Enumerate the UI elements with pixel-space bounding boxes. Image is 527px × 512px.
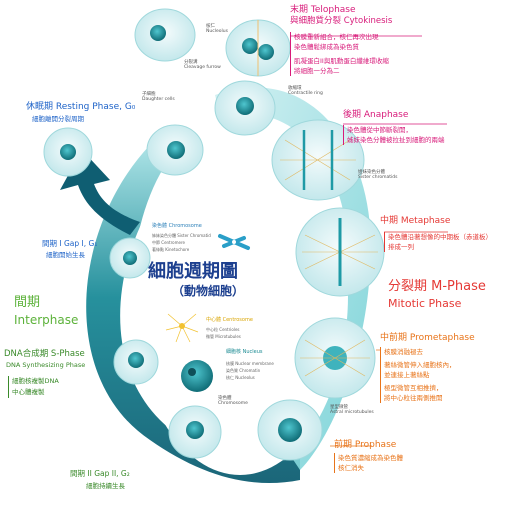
chromosome-figure — [218, 234, 250, 250]
telophase-d2: 染色體鬆綁成為染色質 — [294, 43, 359, 51]
prometaphase-d1: 核膜消融褪去 — [384, 348, 423, 356]
metaphase-desc: 染色體沿著想像的中期板（赤道板） 排成一列 — [384, 232, 492, 252]
telophase-d1: 核膜重新組合，核仁再次出現 — [294, 33, 379, 41]
nucleus-item-2: 染色質 Chromatin — [226, 368, 261, 373]
label-astral: 星型微管 Astral microtubules — [330, 405, 374, 416]
label-cleavage: 分裂溝 Cleavage furrow — [184, 60, 221, 71]
resting-title: 休眠期 Resting Phase, G₀ — [26, 102, 136, 112]
centrosome-legend-title: 中心體 Centrosome — [206, 317, 253, 323]
prophase-title: 前期 Prophase — [334, 440, 397, 450]
chromosome-item-2: 中節 Centromere — [152, 240, 186, 245]
s-desc2: 中心體複製 — [12, 388, 45, 396]
g1-desc: 細胞開始生長 — [46, 251, 85, 259]
telophase-d4: 將細胞一分為二 — [294, 67, 340, 75]
anaphase-d2: 姊妹染色分體被拉扯到細胞的兩端 — [347, 136, 445, 144]
nucleus-legend-title: 細胞核 Nucleus — [226, 349, 263, 355]
centrosome-figure — [165, 313, 199, 343]
label-nucleolus: 核仁 Nucleolus — [206, 24, 228, 35]
prometaphase-d2: 著絲微管伸入細胞核內， — [384, 361, 456, 369]
label-sister-chromatids: 姐妹染色分體 Sister chromatids — [358, 170, 398, 181]
telophase-title1: 末期 Telophase — [290, 5, 356, 15]
metaphase-title: 中期 Metaphase — [380, 216, 451, 226]
metaphase-d1: 染色體沿著想像的中期板（赤道板） — [388, 233, 492, 241]
cell-cytokinesis — [214, 80, 276, 136]
centrosome-item-1: 中心粒 Centrioles — [206, 327, 240, 332]
nucleus-item-1: 核膜 Nuclear membrane — [226, 361, 274, 366]
cell-metaphase — [295, 207, 385, 297]
s-desc: 細胞核複製DNA 中心體複製 — [8, 376, 59, 398]
metaphase-d2: 排成一列 — [388, 243, 414, 251]
prophase-desc1: 染色質濃縮成為染色體 — [338, 454, 403, 462]
centrosome-legend: 中心粒 Centrioles 微管 Microtubules — [206, 326, 241, 340]
prometaphase-d4: 極型微管互相推擠， — [384, 384, 443, 392]
prometaphase-title: 中前期 Prometaphase — [380, 333, 475, 343]
label-contractile: 收縮環 Contractile ring — [288, 86, 323, 97]
telophase-title2: 與細胞質分裂 Cytokinesis — [290, 16, 393, 26]
prometaphase-desc: 核膜消融褪去 著絲微管伸入細胞核內， 並連接上著絲點 極型微管互相推擠， 將中心… — [380, 347, 456, 403]
label-daughter: 子細胞 Daughter cells — [142, 92, 175, 103]
interphase-zh: 間期 — [14, 295, 41, 310]
chromosome-legend: 姊妹染色分體 Sister Chromatid 中節 Centromere 著絲… — [152, 232, 211, 253]
label-chromosome2: 染色體 Chromosome — [218, 396, 248, 407]
prophase-desc2: 核仁消失 — [338, 464, 364, 472]
nucleus-item-3: 核仁 Nucleolus — [226, 375, 255, 380]
chromosome-item-1: 姊妹染色分體 Sister Chromatid — [152, 233, 211, 238]
interphase-arc — [86, 145, 300, 484]
nucleus-figure — [181, 360, 213, 392]
cell-daughter — [146, 124, 204, 176]
g1-title: 間期 I Gap I, G₁ — [42, 239, 98, 248]
cell-prophase — [257, 399, 323, 461]
mphase-zh: 分裂期 M-Phase — [388, 279, 486, 294]
anaphase-title: 後期 Anaphase — [343, 110, 409, 120]
cell-s — [113, 339, 159, 385]
cell-anaphase — [271, 119, 365, 201]
diagram-title: 細胞週期圖 — [148, 261, 238, 282]
anaphase-desc: 染色體從中節斷裂開， 姊妹染色分體被拉扯到細胞的兩端 — [343, 125, 445, 145]
anaphase-d1: 染色體從中節斷裂開， — [347, 126, 412, 134]
centrosome-item-2: 微管 Microtubules — [206, 334, 241, 339]
chromosome-legend-title: 染色體 Chromosome — [152, 223, 202, 229]
prometaphase-d5: 將中心粒往兩側推開 — [384, 394, 443, 402]
prometaphase-d3: 並連接上著絲點 — [384, 371, 430, 379]
prophase-desc: 染色質濃縮成為染色體 核仁消失 — [334, 453, 403, 473]
telophase-desc: 核膜重新組合，核仁再次出現 染色體鬆綁成為染色質 肌凝蛋白II與肌動蛋白纖維環收… — [290, 32, 389, 76]
chromosome-item-3: 著絲點 Kinetochore — [152, 247, 190, 252]
diagram-subtitle: （動物細胞） — [172, 284, 245, 298]
interphase-en: Interphase — [14, 313, 79, 327]
cell-g0 — [43, 127, 93, 177]
nucleus-legend: 核膜 Nuclear membrane 染色質 Chromatin 核仁 Nuc… — [226, 360, 274, 381]
cell-telophase — [134, 8, 291, 77]
resting-desc: 細胞離開分裂周期 — [32, 115, 84, 123]
cell-g1 — [109, 237, 151, 279]
g2-title: 間期 II Gap II, G₂ — [70, 469, 130, 478]
telophase-d3: 肌凝蛋白II與肌動蛋白纖維環收縮 — [294, 57, 389, 65]
g2-desc: 細胞持續生長 — [86, 482, 125, 490]
s-en: DNA Synthesizing Phase — [6, 361, 86, 369]
s-desc1: 細胞核複製DNA — [12, 377, 59, 385]
cell-prometaphase — [294, 317, 376, 399]
cell-g2 — [168, 405, 222, 459]
s-title: DNA合成期 S-Phase — [4, 349, 85, 359]
mphase-en: Mitotic Phase — [388, 297, 462, 310]
